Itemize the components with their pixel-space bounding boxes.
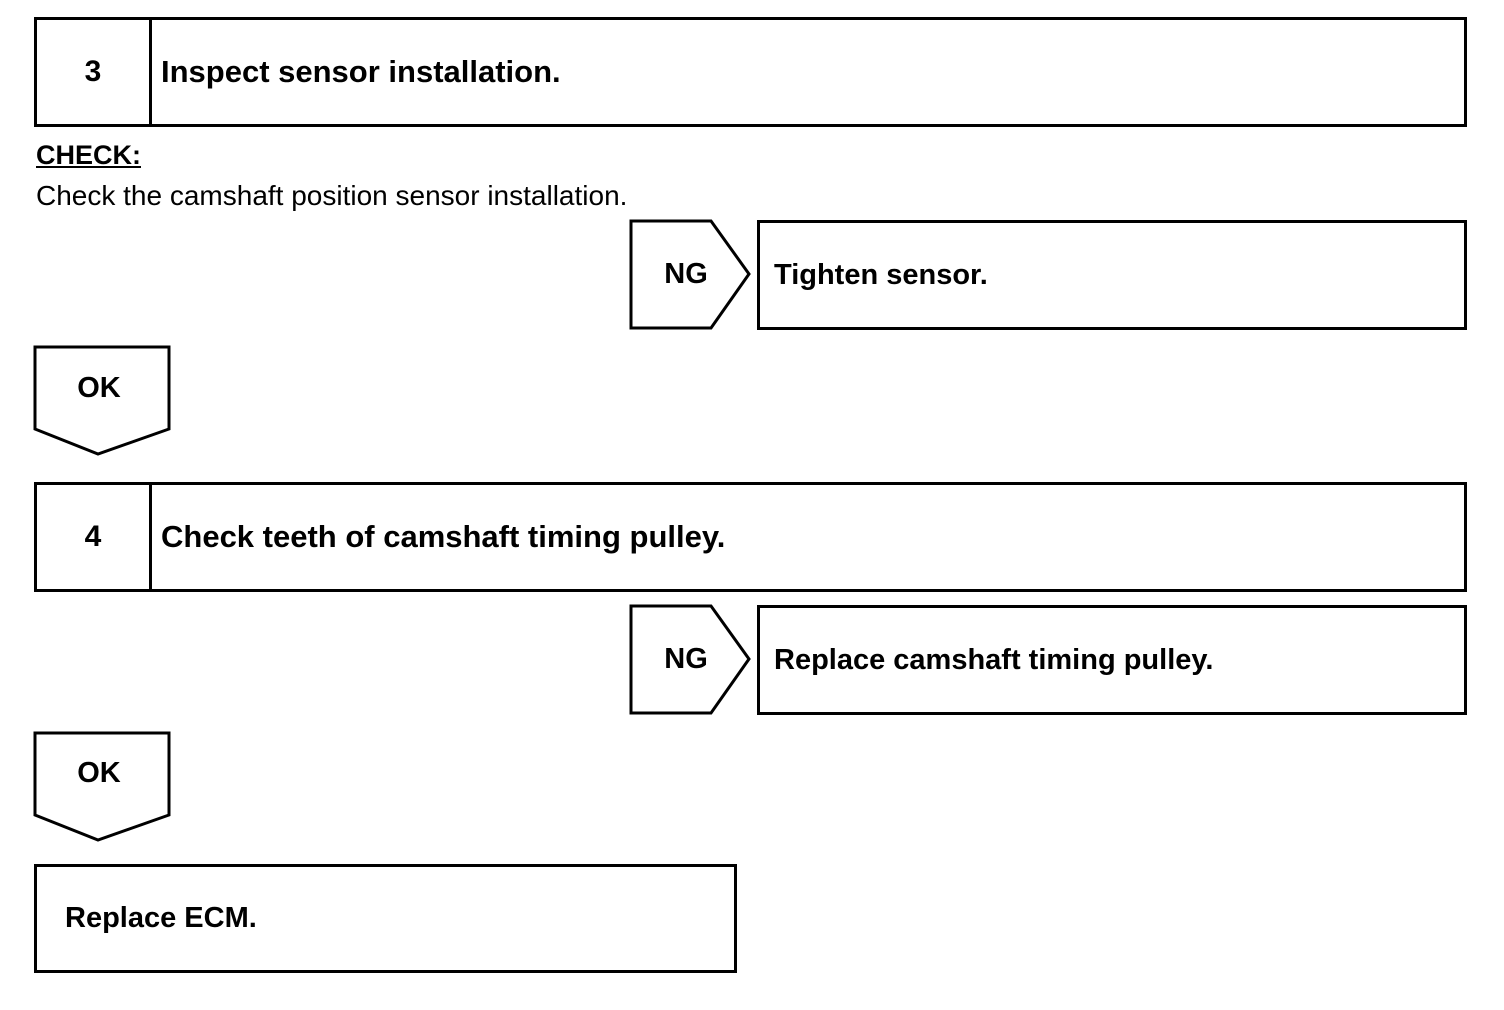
step-4-ok-arrow-shape xyxy=(33,731,171,842)
step-3-ng-action-text: Tighten sensor. xyxy=(774,258,988,291)
step-3-ng-label: NG xyxy=(664,258,708,290)
step-4-ng-arrow-shape xyxy=(629,604,751,715)
step-3-ng-arrow-shape xyxy=(629,219,751,330)
check-heading: CHECK: xyxy=(36,140,141,170)
final-action-box: Replace ECM. xyxy=(34,864,737,973)
step-4-ok-label: OK xyxy=(77,757,121,789)
check-text: Check the camshaft position sensor insta… xyxy=(36,180,628,211)
step-4-ng-label: NG xyxy=(664,643,708,675)
step-3-ng-action-box: Tighten sensor. xyxy=(757,220,1467,330)
step-4-box: 4 Check teeth of camshaft timing pulley. xyxy=(34,482,1467,592)
step-4-ng-action-box: Replace camshaft timing pulley. xyxy=(757,605,1467,715)
step-3-box: 3 Inspect sensor installation. xyxy=(34,17,1467,127)
final-action-text: Replace ECM. xyxy=(65,902,257,934)
step-3-ok-arrow-shape xyxy=(33,345,171,456)
step-4-number: 4 xyxy=(37,485,152,589)
step-3-ok-label: OK xyxy=(77,372,121,404)
step-3-title: Inspect sensor installation. xyxy=(161,54,561,89)
step-3-number: 3 xyxy=(37,20,152,124)
step-4-ng-action-text: Replace camshaft timing pulley. xyxy=(774,643,1214,676)
step-4-title: Check teeth of camshaft timing pulley. xyxy=(161,519,726,554)
